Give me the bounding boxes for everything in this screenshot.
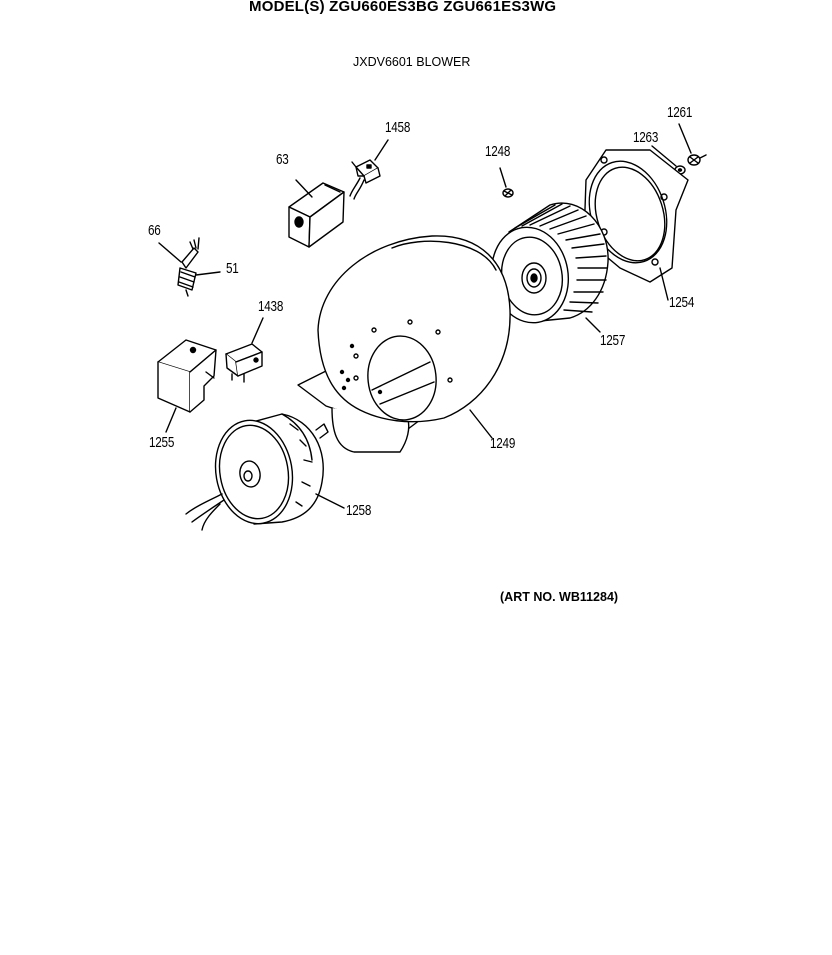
part-1254-plate xyxy=(577,150,688,282)
art-number: (ART NO. WB11284) xyxy=(500,590,619,604)
leader-1258 xyxy=(316,494,344,508)
label-1438: 1438 xyxy=(258,298,284,315)
leader-1458 xyxy=(375,140,388,160)
label-1458: 1458 xyxy=(385,119,411,136)
part-1248-nut xyxy=(503,189,513,197)
leader-1263 xyxy=(652,146,676,166)
label-1248: 1248 xyxy=(485,143,511,160)
leader-1257 xyxy=(586,318,600,332)
label-63: 63 xyxy=(276,151,289,168)
leader-1249 xyxy=(470,410,492,438)
label-66: 66 xyxy=(148,222,161,239)
part-63-block xyxy=(289,183,344,247)
leader-1248 xyxy=(500,168,506,187)
leader-1255 xyxy=(166,408,176,432)
part-1249-housing xyxy=(298,236,510,452)
leader-1254 xyxy=(660,268,668,300)
part-1261-nut xyxy=(688,155,700,165)
label-1261: 1261 xyxy=(667,104,693,121)
part-1438-switch xyxy=(226,344,262,382)
label-1249: 1249 xyxy=(490,435,516,452)
part-66-igniter xyxy=(178,238,199,296)
part-1255-bracket xyxy=(158,340,216,412)
label-1263: 1263 xyxy=(633,129,659,146)
leader-66 xyxy=(159,243,181,262)
part-1258-motor xyxy=(186,414,328,530)
label-1257: 1257 xyxy=(600,332,626,349)
leader-51 xyxy=(196,272,220,275)
label-1254: 1254 xyxy=(669,294,695,311)
label-1255: 1255 xyxy=(149,434,175,451)
leader-63 xyxy=(296,180,312,197)
label-51: 51 xyxy=(226,260,239,277)
diagram-subtitle: JXDV6601 BLOWER xyxy=(353,55,471,69)
model-numbers: MODEL(S) ZGU660ES3BG ZGU661ES3WG xyxy=(249,0,557,15)
leader-1438 xyxy=(252,318,263,343)
part-1257-wheel xyxy=(484,203,608,329)
part-1458-connector xyxy=(350,160,380,199)
label-1258: 1258 xyxy=(346,502,372,519)
leader-1261 xyxy=(679,124,691,153)
